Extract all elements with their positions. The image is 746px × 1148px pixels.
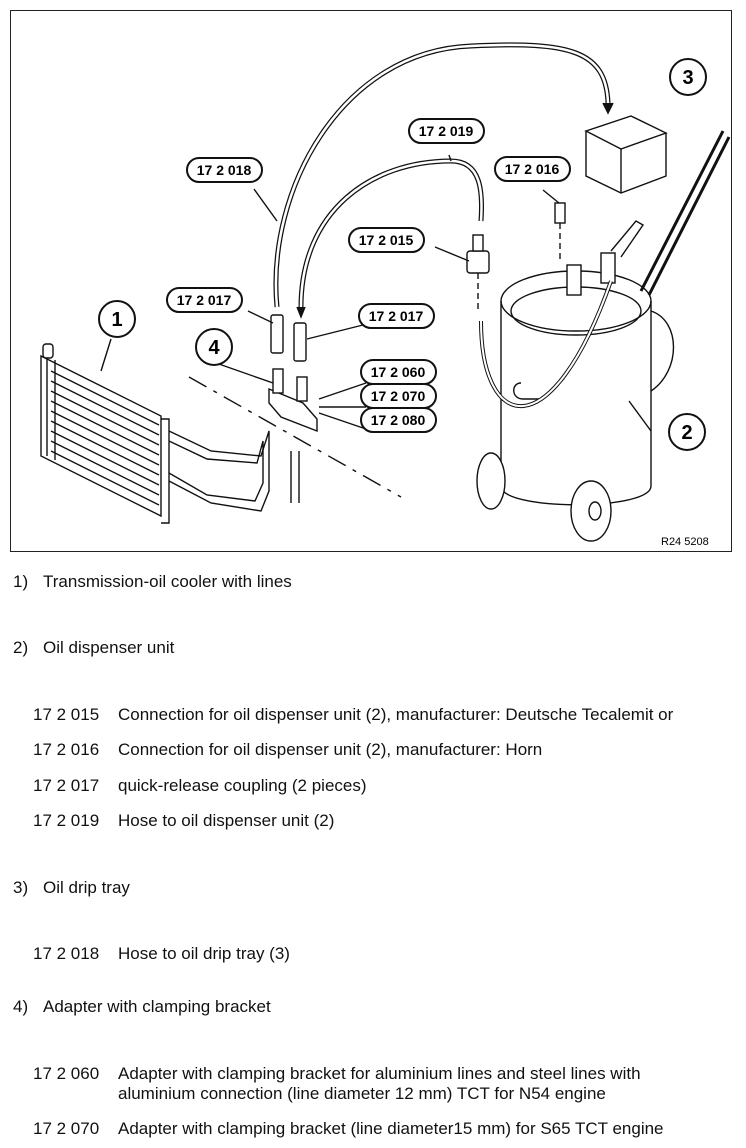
pill-17-2-016: 17 2 016 xyxy=(494,156,571,182)
pill-17-2-015: 17 2 015 xyxy=(348,227,425,253)
svg-text:17 2 019: 17 2 019 xyxy=(419,123,474,139)
tool-code: 17 2 017 xyxy=(33,776,100,795)
tool-code: 17 2 016 xyxy=(33,740,100,759)
svg-text:17 2 070: 17 2 070 xyxy=(371,388,426,404)
num-2: 2 xyxy=(681,422,692,444)
tool-description: Adapter with clamping bracket (line diam… xyxy=(118,1119,664,1138)
tool-description: Connection for oil dispenser unit (2), m… xyxy=(118,740,543,759)
tool-code: 17 2 019 xyxy=(33,811,100,830)
num-1: 1 xyxy=(111,309,122,331)
legend-item-label: Transmission-oil cooler with lines xyxy=(43,572,292,591)
legend-item-number: 2) xyxy=(13,638,29,657)
legend-item-2: 2) Oil dispenser unit xyxy=(13,638,174,658)
diagram-drawing: 1 2 3 4 17 2 018 17 2 019 17 2 016 xyxy=(40,42,731,548)
callout-number-3: 3 xyxy=(669,58,707,96)
svg-text:17 2 017: 17 2 017 xyxy=(369,308,424,324)
legend-item-label: Adapter with clamping bracket xyxy=(43,997,271,1016)
svg-text:17 2 080: 17 2 080 xyxy=(371,412,426,428)
oil-dispenser-drawing xyxy=(476,130,731,542)
svg-text:17 2 060: 17 2 060 xyxy=(371,364,426,380)
pill-17-2-080: 17 2 080 xyxy=(360,407,437,433)
tool-code: 17 2 060 xyxy=(33,1064,100,1083)
tool-code: 17 2 015 xyxy=(33,705,100,724)
svg-text:17 2 016: 17 2 016 xyxy=(505,161,560,177)
tool-description: quick-release coupling (2 pieces) xyxy=(118,776,367,795)
svg-text:17 2 018: 17 2 018 xyxy=(197,162,252,178)
center-line xyxy=(188,376,402,498)
exploded-diagram: 1 2 3 4 17 2 018 17 2 019 17 2 016 xyxy=(10,10,732,552)
connection-015 xyxy=(466,250,490,274)
pill-17-2-017-right: 17 2 017 xyxy=(358,303,435,329)
tool-description: Connection for oil dispenser unit (2), m… xyxy=(118,705,674,724)
coupling-drawing xyxy=(270,314,307,362)
legend-item-number: 1) xyxy=(13,572,29,591)
tool-description: Adapter with clamping bracket for alumin… xyxy=(118,1064,641,1083)
adapter-drawing xyxy=(268,368,318,433)
pill-17-2-070: 17 2 070 xyxy=(360,383,437,409)
legend-item-number: 3) xyxy=(13,878,29,897)
legend-item-1: 1) Transmission-oil cooler with lines xyxy=(13,572,292,592)
oil-cooler-drawing xyxy=(40,343,300,524)
figure-reference: R24 5208 xyxy=(661,536,709,548)
pill-17-2-017-left: 17 2 017 xyxy=(166,287,243,313)
svg-text:17 2 017: 17 2 017 xyxy=(177,292,232,308)
tool-description-continued: aluminium connection (line diameter 12 m… xyxy=(118,1084,606,1103)
legend-item-3: 3) Oil drip tray xyxy=(13,878,130,898)
legend-item-label: Oil dispenser unit xyxy=(43,638,175,657)
num-3: 3 xyxy=(682,67,693,89)
drip-tray-drawing xyxy=(584,115,668,194)
callout-number-1: 1 xyxy=(98,300,136,338)
pill-17-2-060: 17 2 060 xyxy=(360,359,437,385)
num-4: 4 xyxy=(208,337,220,359)
pill-17-2-019: 17 2 019 xyxy=(408,118,485,144)
tool-code: 17 2 070 xyxy=(33,1119,100,1138)
legend-item-label: Oil drip tray xyxy=(43,878,130,897)
pill-17-2-018: 17 2 018 xyxy=(186,157,263,183)
svg-text:17 2 015: 17 2 015 xyxy=(359,232,414,248)
legend-item-4: 4) Adapter with clamping bracket xyxy=(13,997,271,1017)
callout-number-4: 4 xyxy=(195,328,233,366)
tool-description: Hose to oil drip tray (3) xyxy=(118,944,290,963)
callout-number-2: 2 xyxy=(668,413,706,451)
tool-description: Hose to oil dispenser unit (2) xyxy=(118,811,335,830)
legend-item-number: 4) xyxy=(13,997,29,1016)
tool-code: 17 2 018 xyxy=(33,944,100,963)
